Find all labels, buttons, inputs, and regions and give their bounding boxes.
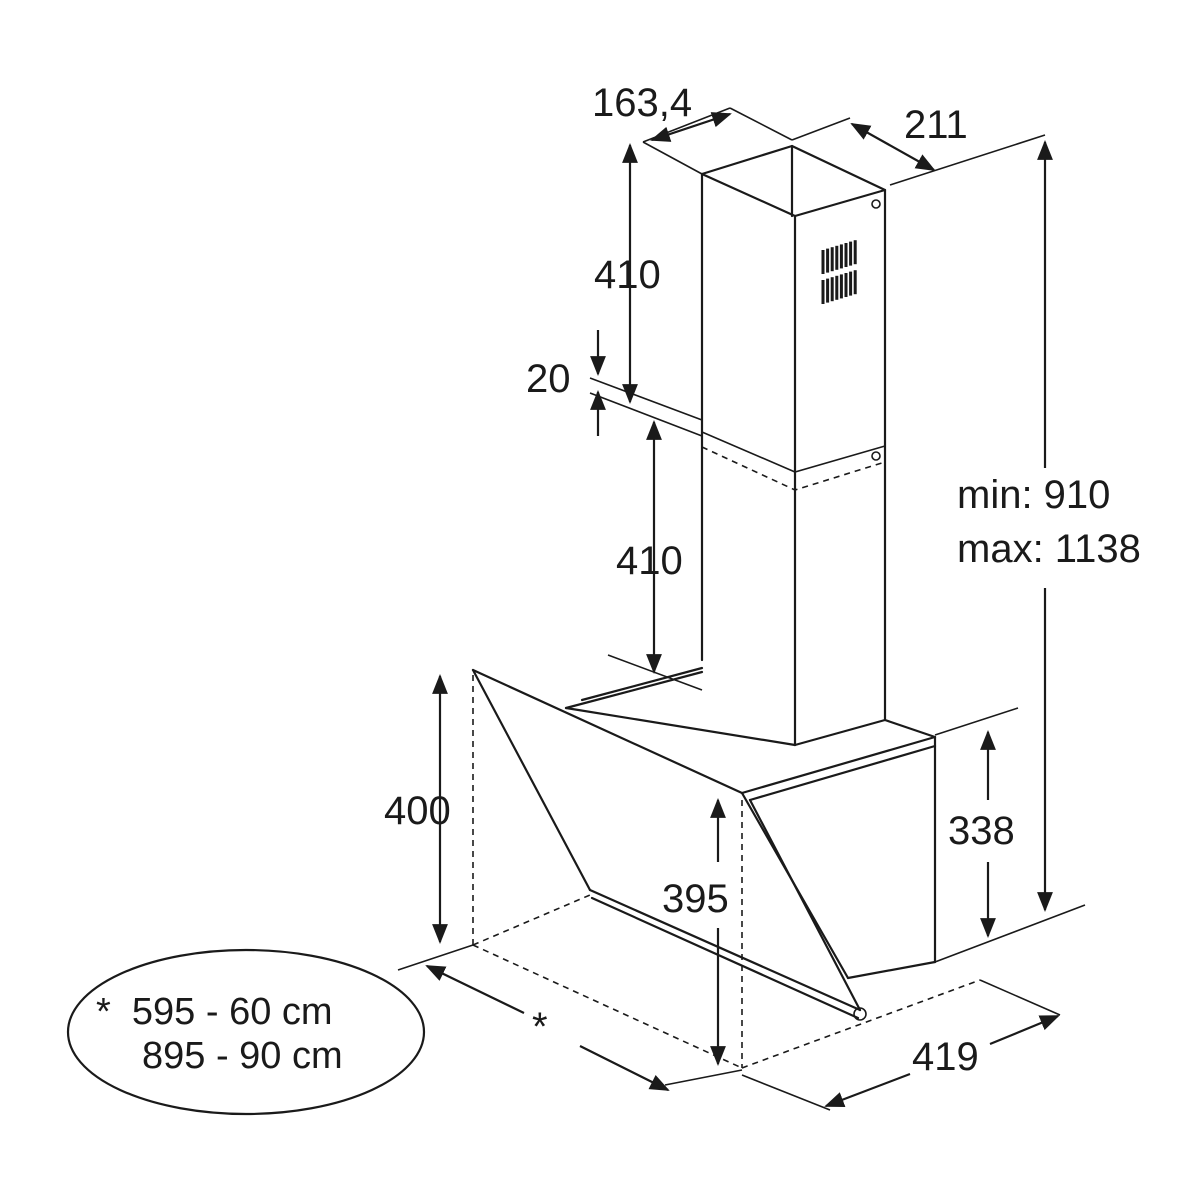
note-line-1: * 595 - 60 cm xyxy=(96,991,333,1033)
label-lower-chimney-height: 410 xyxy=(616,539,683,583)
label-upper-chimney-height: 410 xyxy=(594,253,661,297)
label-hood-width: * xyxy=(532,1005,548,1049)
label-hood-glass-height: 395 xyxy=(662,877,729,921)
note-line-2: 895 - 90 cm xyxy=(142,1035,343,1077)
label-chimney-width: 211 xyxy=(904,103,968,147)
width-note: * 595 - 60 cm 895 - 90 cm xyxy=(66,948,426,1116)
dimension-arrows xyxy=(425,112,1060,1108)
label-overlap: 20 xyxy=(526,357,571,401)
vent-slots xyxy=(821,240,857,304)
chimney-upper xyxy=(700,144,887,747)
label-chimney-depth: 163,4 xyxy=(592,81,692,125)
label-total-height-min: min: 910 xyxy=(957,473,1110,517)
chimney-base xyxy=(793,718,887,747)
note-ellipse xyxy=(66,948,426,1116)
label-hood-front-height: 400 xyxy=(384,789,451,833)
label-hood-back-height: 338 xyxy=(948,809,1015,853)
hood-body xyxy=(471,666,937,1021)
label-total-height-max: max: 1138 xyxy=(957,527,1141,571)
projection-lines xyxy=(472,675,981,1069)
chimney-joint xyxy=(701,431,886,491)
label-hood-depth: 419 xyxy=(912,1035,979,1079)
